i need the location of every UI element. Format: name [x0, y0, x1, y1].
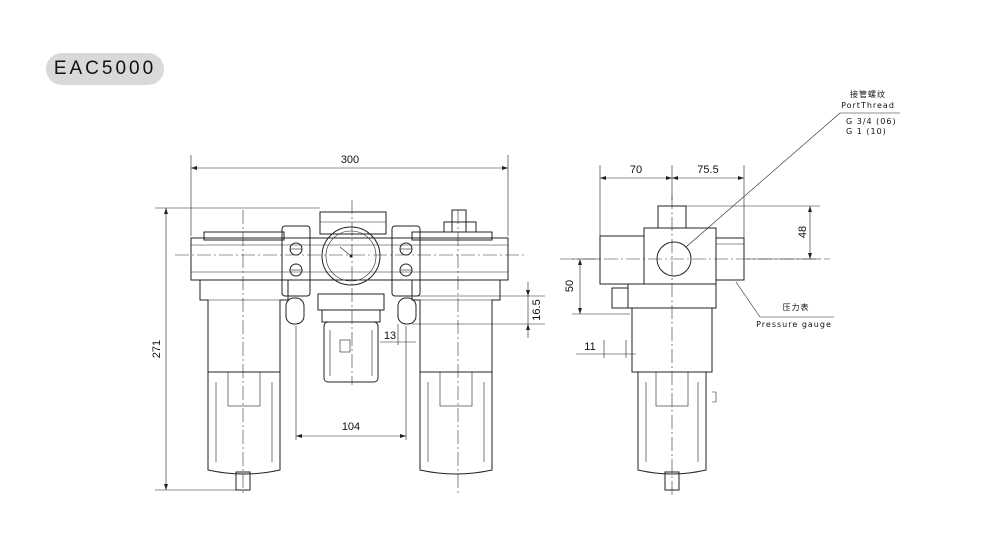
- dim-height: 271: [151, 340, 163, 358]
- dim-50: 50: [564, 280, 576, 292]
- dim-width: 300: [341, 154, 359, 166]
- dim-13: 13: [384, 330, 396, 342]
- model-label: EAC5000: [53, 58, 157, 79]
- pressure-gauge-label-cn: 压力表: [783, 302, 810, 312]
- gauge-dial: [321, 226, 381, 286]
- side-view: [560, 112, 900, 495]
- model-badge: EAC5000: [46, 53, 164, 85]
- port-thread-label-cn: 接管螺纹: [850, 89, 886, 99]
- dim-spacing: 104: [342, 421, 360, 433]
- dim-70: 70: [630, 164, 642, 176]
- dim-16-5: 16.5: [531, 299, 543, 320]
- port-thread-spec-1: G 3/4 (06): [846, 117, 897, 126]
- front-view: [155, 155, 545, 495]
- dim-11: 11: [584, 341, 595, 353]
- port-thread-label-en: PortThread: [841, 101, 895, 110]
- dim-48: 48: [797, 226, 809, 238]
- port-thread-spec-2: G 1 (10): [846, 127, 887, 136]
- pressure-gauge-label-en: Pressure gauge: [756, 320, 832, 329]
- dim-75-5: 75.5: [697, 164, 718, 176]
